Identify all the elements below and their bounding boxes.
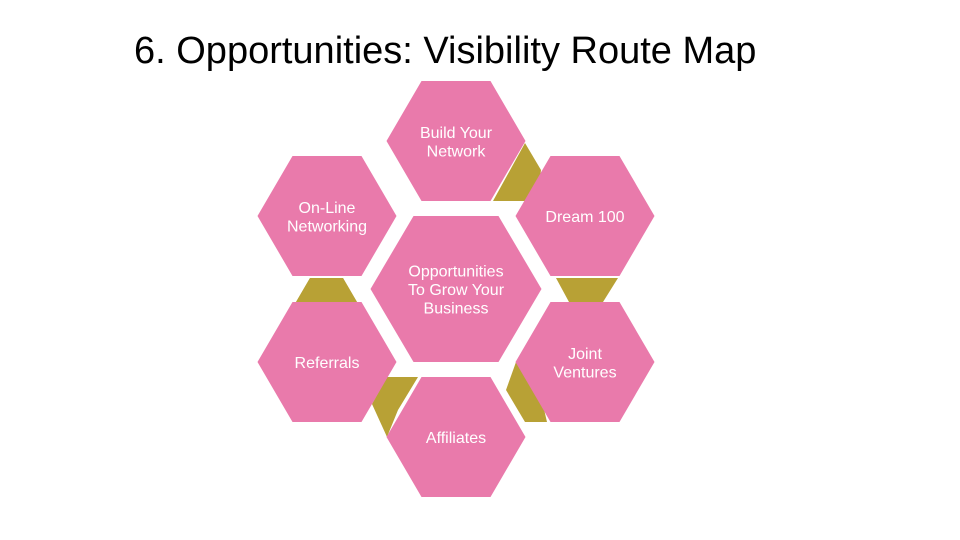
label-center-line: Business xyxy=(424,301,489,318)
hexagon-affiliates xyxy=(386,377,526,497)
label-referrals-line: Referrals xyxy=(295,355,360,372)
label-center-line: Opportunities xyxy=(408,264,503,281)
hexagon-referrals xyxy=(257,302,397,422)
label-build-your-network-line: Build Your xyxy=(420,125,493,142)
hexagon-build-your-network xyxy=(386,81,526,201)
label-build-your-network-line: Network xyxy=(427,143,487,160)
connector-bottom-left xyxy=(372,377,418,437)
label-affiliates-line: Affiliates xyxy=(426,430,486,447)
hexagon-center xyxy=(370,216,542,362)
label-joint-ventures-line: Ventures xyxy=(553,364,616,381)
connector-left-shape xyxy=(296,278,357,302)
label-affiliates: Affiliates xyxy=(426,430,486,447)
label-center-line: To Grow Your xyxy=(408,282,505,299)
label-dream-100-line: Dream 100 xyxy=(545,209,624,226)
label-referrals: Referrals xyxy=(295,355,360,372)
label-joint-ventures-line: Joint xyxy=(568,346,602,363)
label-on-line-networking-line: On-Line xyxy=(299,200,356,217)
hexagon-joint-ventures xyxy=(515,302,655,422)
label-on-line-networking-line: Networking xyxy=(287,218,367,235)
label-dream-100: Dream 100 xyxy=(545,209,624,226)
connector-bottom-right xyxy=(506,362,547,422)
slide-title: 6. Opportunities: Visibility Route Map xyxy=(134,30,757,72)
hexagon-dream-100 xyxy=(515,156,655,276)
connector-right xyxy=(556,278,618,302)
connector-top-right xyxy=(493,143,541,201)
hexagon-on-line-networking xyxy=(257,156,397,276)
